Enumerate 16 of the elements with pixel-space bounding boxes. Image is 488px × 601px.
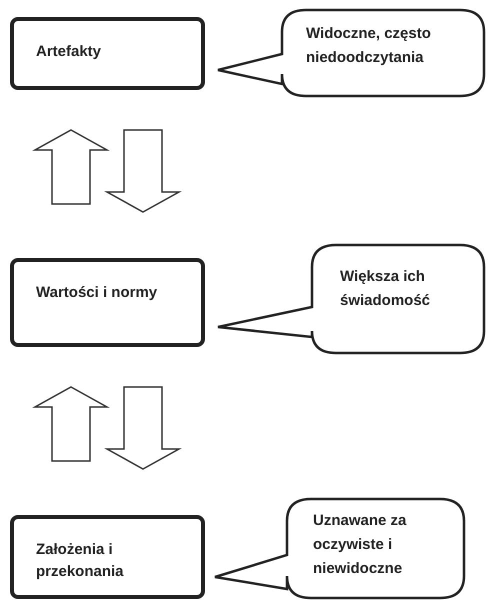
block-arrow	[32, 129, 110, 205]
block-arrow	[104, 386, 182, 470]
block-arrow	[32, 386, 110, 462]
box-label: Artefakty	[36, 42, 102, 62]
box-label: Założenia i przekonania	[36, 540, 125, 582]
box-label: Wartości i normy	[36, 283, 158, 303]
process-box	[10, 515, 205, 599]
bubble-text: Widoczne, często niedoodczytania	[306, 24, 432, 68]
process-box	[10, 17, 205, 90]
speech-bubble	[216, 243, 486, 355]
process-box	[10, 258, 205, 347]
bubble-text: Większa ich świadomość	[340, 267, 432, 311]
speech-bubble	[216, 8, 486, 98]
block-arrow	[104, 129, 182, 213]
speech-bubble	[213, 497, 466, 600]
bubble-text: Uznawane za oczywiste i niewidoczne	[313, 511, 408, 579]
